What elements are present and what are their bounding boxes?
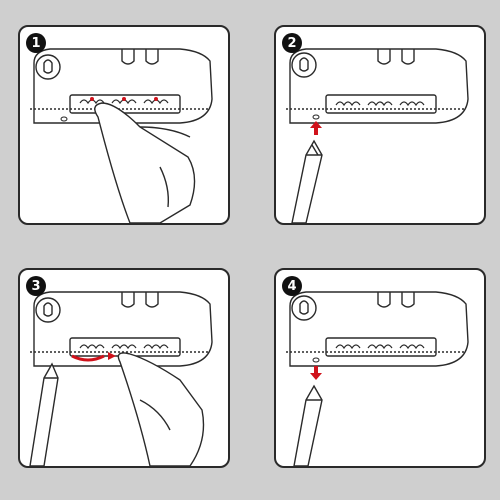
pen — [29, 362, 59, 466]
arrow — [71, 352, 116, 362]
step-number-badge: 3 — [26, 276, 46, 296]
lock-body — [30, 48, 213, 124]
combination-dials — [79, 344, 169, 350]
step-panel-4: 4 — [274, 268, 486, 468]
combination-dials — [335, 344, 425, 350]
lock-illustration — [29, 291, 213, 466]
lock-illustration — [30, 48, 213, 223]
step-panel-1: 1 — [18, 25, 230, 225]
arrow — [310, 366, 322, 380]
step-panel-3: 3 — [18, 268, 230, 468]
step-panel-2: 2 — [274, 25, 486, 225]
step-number-badge: 4 — [282, 276, 302, 296]
pen — [293, 384, 323, 466]
reset-hole — [60, 116, 68, 122]
combination-dials — [335, 101, 425, 107]
finger — [117, 352, 205, 466]
finger — [94, 102, 196, 223]
step-number-badge: 2 — [282, 33, 302, 53]
lock-body — [286, 291, 469, 367]
reset-hole — [312, 114, 320, 120]
lock-body — [286, 48, 469, 124]
lock-body — [30, 291, 213, 367]
step-number-badge: 1 — [26, 33, 46, 53]
pen — [291, 139, 323, 223]
lock-illustration — [286, 48, 469, 223]
reset-hole — [312, 357, 320, 363]
lock-illustration — [286, 291, 469, 466]
arrow — [310, 121, 322, 135]
dial-markers — [90, 97, 158, 101]
